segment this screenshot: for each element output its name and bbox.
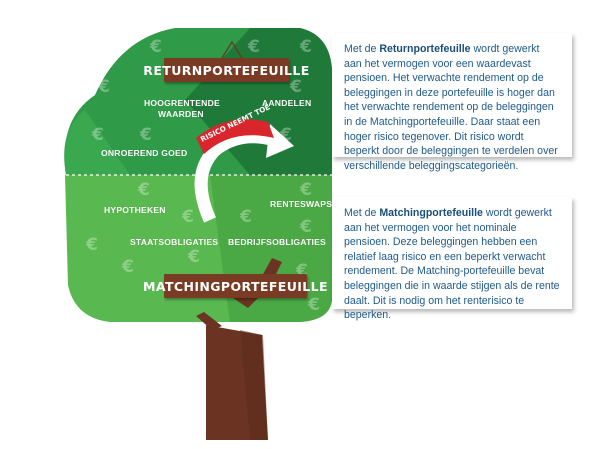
info-bottom-post: wordt gewerkt aan het vermogen voor het … bbox=[344, 207, 560, 322]
euro-icon: € bbox=[299, 180, 312, 200]
sign-hook bbox=[221, 40, 243, 59]
euro-icon: € bbox=[85, 235, 98, 255]
euro-icon: € bbox=[121, 257, 134, 277]
info-box-matchingportefeuille: Met de Matchingportefeuille wordt gewerk… bbox=[332, 197, 572, 321]
sign-returnportefeuille: RETURNPORTEFEUILLE bbox=[143, 58, 309, 82]
euro-icon: € bbox=[299, 37, 312, 57]
euro-icon: € bbox=[149, 37, 162, 57]
canopy-top-left-light bbox=[64, 110, 130, 175]
euro-icon: € bbox=[299, 217, 312, 237]
euro-icon: € bbox=[279, 125, 292, 145]
risk-arrowhead bbox=[266, 124, 294, 158]
euro-icon: € bbox=[139, 125, 152, 145]
euro-icon: € bbox=[97, 77, 110, 97]
label-hoogrentende-line2: WAARDEN bbox=[158, 109, 204, 119]
risk-arrow-badge bbox=[196, 119, 274, 154]
sign-matchingportefeuille: MATCHINGPORTEFEUILLE bbox=[143, 274, 328, 298]
label-onroerend-goed: ONROEREND GOED bbox=[101, 148, 188, 158]
info-top-post: wordt gewerkt aan het vermogen voor een … bbox=[344, 43, 558, 172]
euro-icon: € bbox=[187, 247, 200, 267]
info-box-returnportefeuille: Met de Returnportefeuille wordt gewerkt … bbox=[332, 33, 572, 172]
euro-icon: € bbox=[239, 207, 252, 227]
branch-left bbox=[196, 312, 222, 330]
trunk-highlight bbox=[240, 330, 268, 440]
euro-icon: € bbox=[247, 37, 260, 57]
label-renteswaps: RENTESWAPS bbox=[270, 199, 333, 209]
info-top-bold: Returnportefeuille bbox=[379, 43, 471, 55]
label-bedrijfsobligaties: BEDRIJFSOBLIGATIES bbox=[228, 237, 326, 247]
euro-icon: € bbox=[307, 295, 320, 315]
info-top-pre: Met de bbox=[344, 43, 380, 55]
euro-icon: € bbox=[181, 207, 194, 227]
label-staatsobligaties: STAATSOBLIGATIES bbox=[130, 237, 219, 247]
euro-icon: € bbox=[137, 180, 150, 200]
label-hypotheken: HYPOTHEKEN bbox=[104, 205, 166, 215]
euro-icon: € bbox=[289, 77, 302, 97]
info-bottom-bold: Matchingportefeuille bbox=[379, 207, 483, 219]
risk-arrow bbox=[194, 130, 277, 223]
label-aandelen: AANDELEN bbox=[262, 98, 312, 108]
label-hoogrentende: HOOGRENTENDE WAARDEN bbox=[144, 98, 220, 120]
euro-icon: € bbox=[91, 125, 104, 145]
info-bottom-pre: Met de bbox=[344, 207, 380, 219]
label-hoogrentende-line1: HOOGRENTENDE bbox=[144, 98, 220, 108]
